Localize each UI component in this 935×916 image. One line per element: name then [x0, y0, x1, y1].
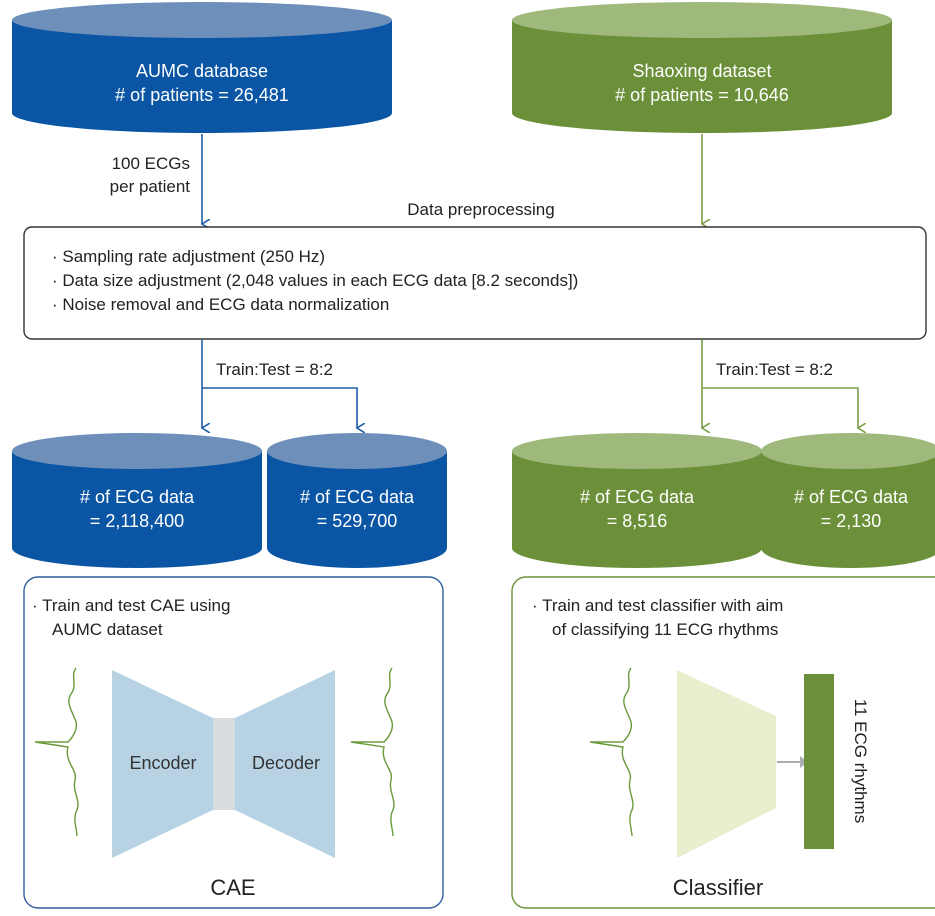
shaoxing-test-cylinder: # of ECG data = 2,130 [761, 433, 935, 568]
left-split-label: Train:Test = 8:2 [216, 360, 333, 379]
per-patient-label-line1: 100 ECGs [112, 154, 190, 173]
right-split-label: Train:Test = 8:2 [716, 360, 833, 379]
aumc-patients: # of patients = 26,481 [115, 85, 289, 105]
preprocessing-item-2: · Data size adjustment (2,048 values in … [52, 271, 578, 290]
shaoxing-dataset-cylinder: Shaoxing dataset # of patients = 10,646 [512, 2, 892, 133]
classifier-caption: Classifier [673, 875, 763, 900]
aumc-title: AUMC database [136, 61, 268, 81]
preprocessing-title: Data preprocessing [407, 200, 554, 219]
aumc-train-cylinder: # of ECG data = 2,118,400 [12, 433, 262, 568]
aumc-train-line2: = 2,118,400 [90, 511, 184, 531]
aumc-database-cylinder: AUMC database # of patients = 26,481 [12, 2, 392, 133]
shaoxing-test-line1: # of ECG data [794, 487, 909, 507]
cae-desc-line2: AUMC dataset [52, 620, 163, 639]
shaoxing-patients: # of patients = 10,646 [615, 85, 789, 105]
right-split-arrows [702, 340, 858, 428]
cae-input-ecg-icon [34, 667, 79, 837]
decoder-trapezoid [235, 670, 335, 858]
per-patient-label-line2: per patient [110, 177, 191, 196]
rhythm-output-label: 11 ECG rhythms [851, 699, 870, 823]
cae-output-ecg-icon [350, 667, 395, 837]
shaoxing-train-cylinder: # of ECG data = 8,516 [512, 433, 762, 568]
preprocessing-item-1: · Sampling rate adjustment (250 Hz) [52, 247, 325, 266]
classifier-panel: · Train and test classifier with aim of … [511, 576, 935, 909]
aumc-test-line2: = 529,700 [317, 511, 398, 531]
aumc-test-line1: # of ECG data [300, 487, 415, 507]
preprocessing-box: · Sampling rate adjustment (250 Hz) · Da… [23, 226, 927, 340]
decoder-label: Decoder [252, 753, 320, 773]
bottleneck-layer [213, 718, 235, 810]
aumc-test-cylinder: # of ECG data = 529,700 [267, 433, 447, 568]
aumc-train-line1: # of ECG data [80, 487, 195, 507]
preprocessing-item-3: · Noise removal and ECG data normalizati… [52, 295, 389, 314]
classifier-input-ecg-icon [589, 667, 634, 837]
shaoxing-train-line1: # of ECG data [580, 487, 695, 507]
cae-panel: · Train and test CAE using AUMC dataset … [23, 576, 444, 909]
left-split-arrows [202, 340, 357, 428]
rhythm-output-bar [804, 674, 834, 849]
encoder-trapezoid [112, 670, 213, 858]
shaoxing-title: Shaoxing dataset [632, 61, 771, 81]
shaoxing-train-line2: = 8,516 [607, 511, 668, 531]
encoder-label: Encoder [129, 753, 196, 773]
cae-caption: CAE [210, 875, 255, 900]
shaoxing-test-line2: = 2,130 [821, 511, 882, 531]
classifier-desc-line1: · Train and test classifier with aim [532, 596, 783, 615]
cae-desc-line1: · Train and test CAE using [32, 596, 230, 615]
classifier-trapezoid [677, 670, 776, 858]
classifier-desc-line2: of classifying 11 ECG rhythms [552, 620, 778, 639]
